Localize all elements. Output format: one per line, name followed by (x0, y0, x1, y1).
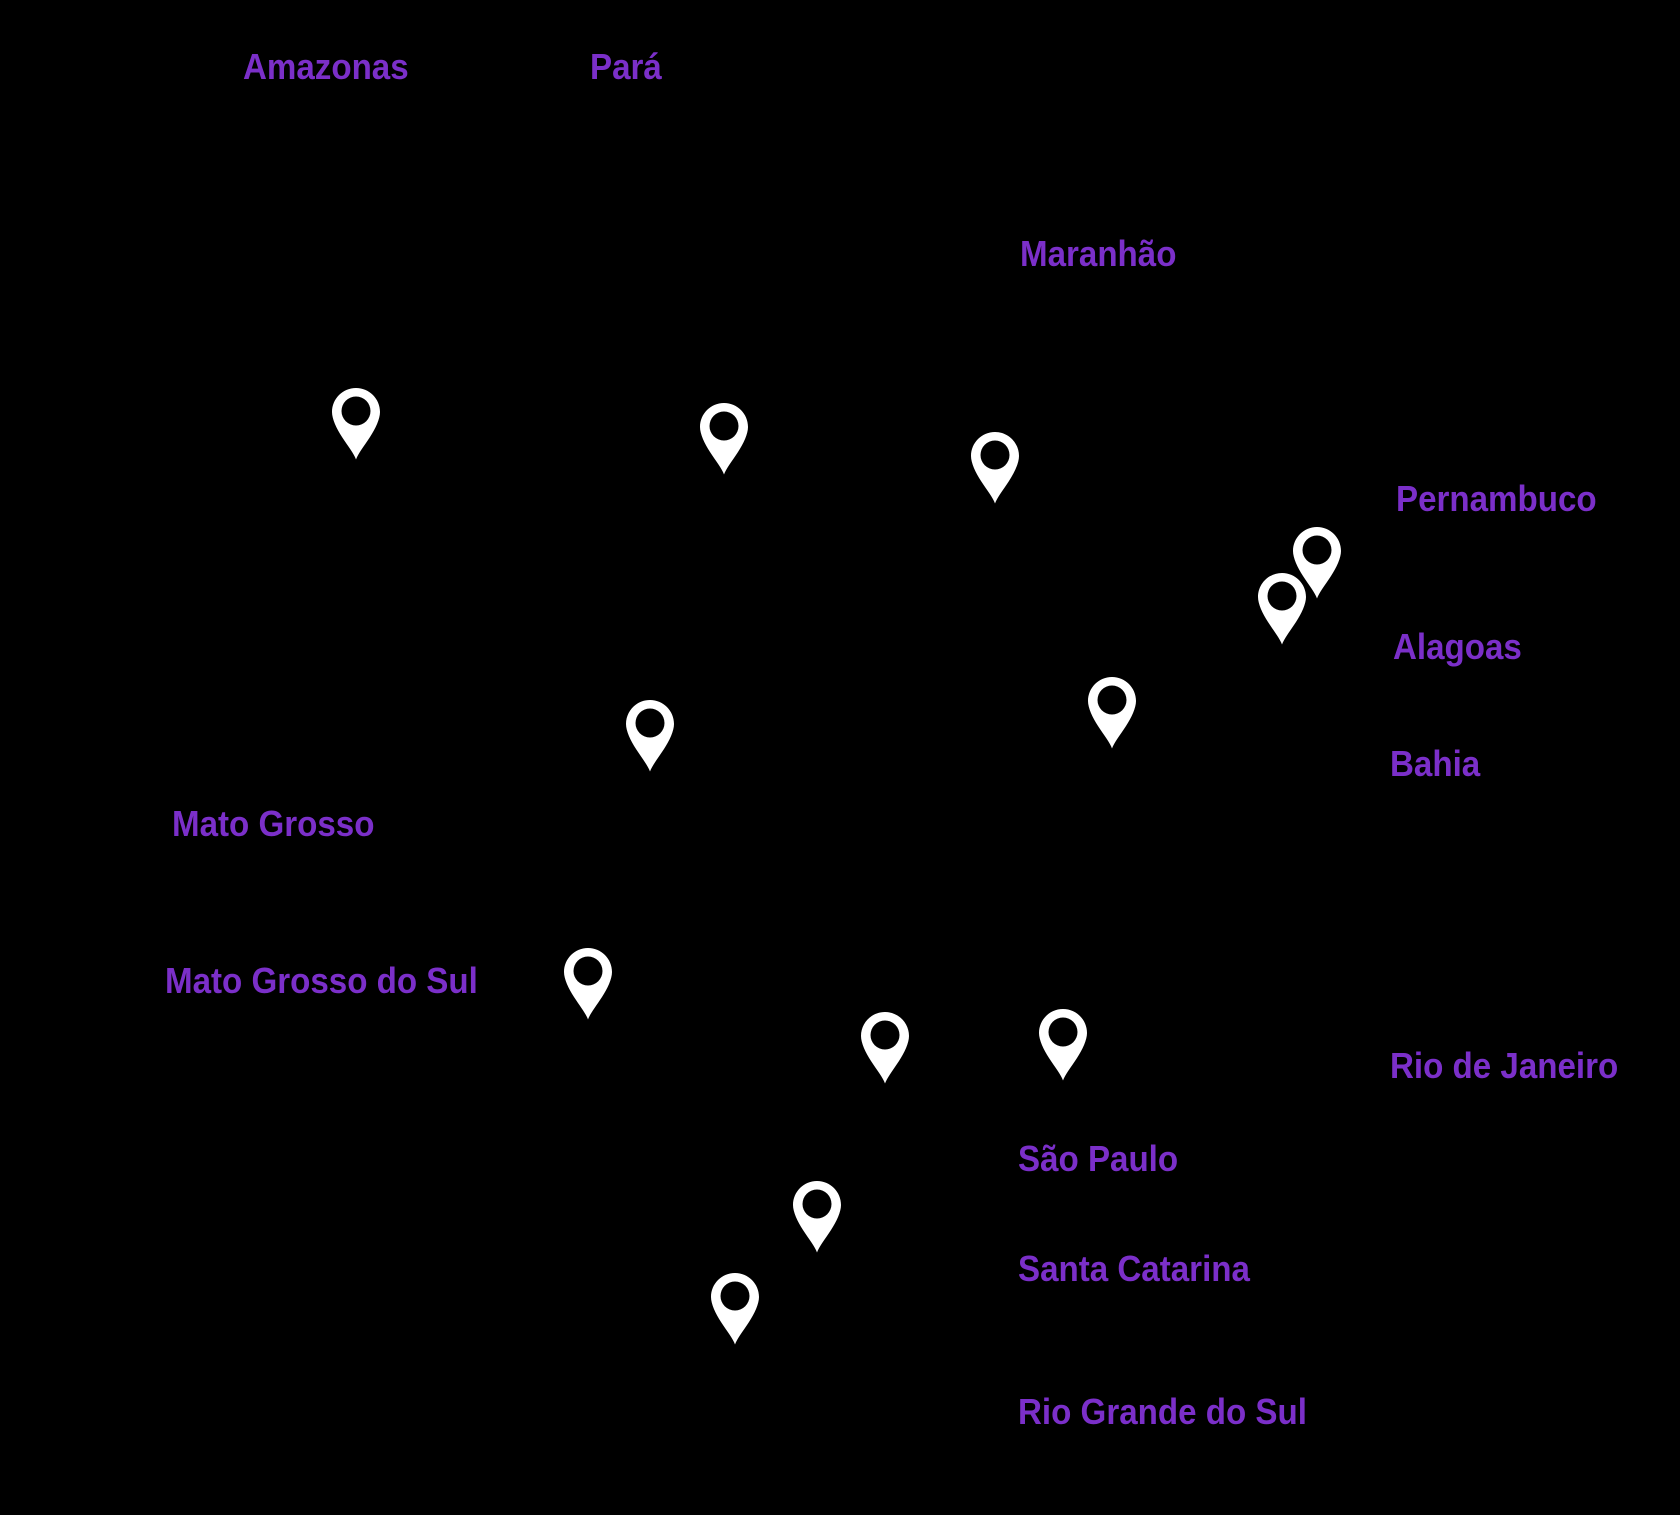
state-label-mato-grosso: Mato Grosso (172, 803, 375, 844)
location-pin-icon-santa-catarina[interactable] (793, 1181, 841, 1253)
state-label-para: Pará (590, 46, 662, 87)
location-pin-icon-sao-paulo[interactable] (861, 1012, 909, 1084)
pin-hole (870, 1020, 900, 1050)
pin-hole (1267, 581, 1297, 611)
location-pin-icon-rio-de-janeiro[interactable] (1039, 1009, 1087, 1081)
location-pin-icon-amazonas[interactable] (332, 388, 380, 460)
pin-hole (635, 708, 665, 738)
state-label-bahia: Bahia (1390, 743, 1481, 784)
state-label-maranhao: Maranhão (1020, 233, 1177, 274)
state-label-sao-paulo: São Paulo (1018, 1138, 1179, 1179)
pin-hole (1097, 685, 1127, 715)
pin-hole (1302, 535, 1332, 565)
state-label-pernambuco: Pernambuco (1396, 478, 1597, 519)
location-pin-icon-alagoas[interactable] (1258, 573, 1306, 645)
location-pin-icon-para[interactable] (700, 403, 748, 475)
state-label-rio-de-janeiro: Rio de Janeiro (1390, 1045, 1619, 1086)
pin-hole (802, 1189, 832, 1219)
state-label-amazonas: Amazonas (243, 46, 409, 87)
pin-hole (341, 396, 371, 426)
location-pin-icon-bahia[interactable] (1088, 677, 1136, 749)
state-label-rio-grande-do-sul: Rio Grande do Sul (1018, 1391, 1307, 1432)
pin-hole (980, 440, 1010, 470)
pin-hole (1048, 1017, 1078, 1047)
state-label-mato-grosso-do-sul: Mato Grosso do Sul (165, 960, 478, 1001)
state-label-alagoas: Alagoas (1393, 626, 1522, 667)
location-pin-icon-mato-grosso[interactable] (626, 700, 674, 772)
pin-hole (573, 956, 603, 986)
pin-hole (720, 1281, 750, 1311)
location-pin-icon-mato-grosso-do-sul[interactable] (564, 948, 612, 1020)
location-pin-icon-pernambuco[interactable] (1293, 527, 1341, 599)
pin-hole (709, 411, 739, 441)
state-label-santa-catarina: Santa Catarina (1018, 1248, 1250, 1289)
location-pin-icon-maranhao[interactable] (971, 432, 1019, 504)
location-pin-icon-rio-grande-do-sul[interactable] (711, 1273, 759, 1345)
